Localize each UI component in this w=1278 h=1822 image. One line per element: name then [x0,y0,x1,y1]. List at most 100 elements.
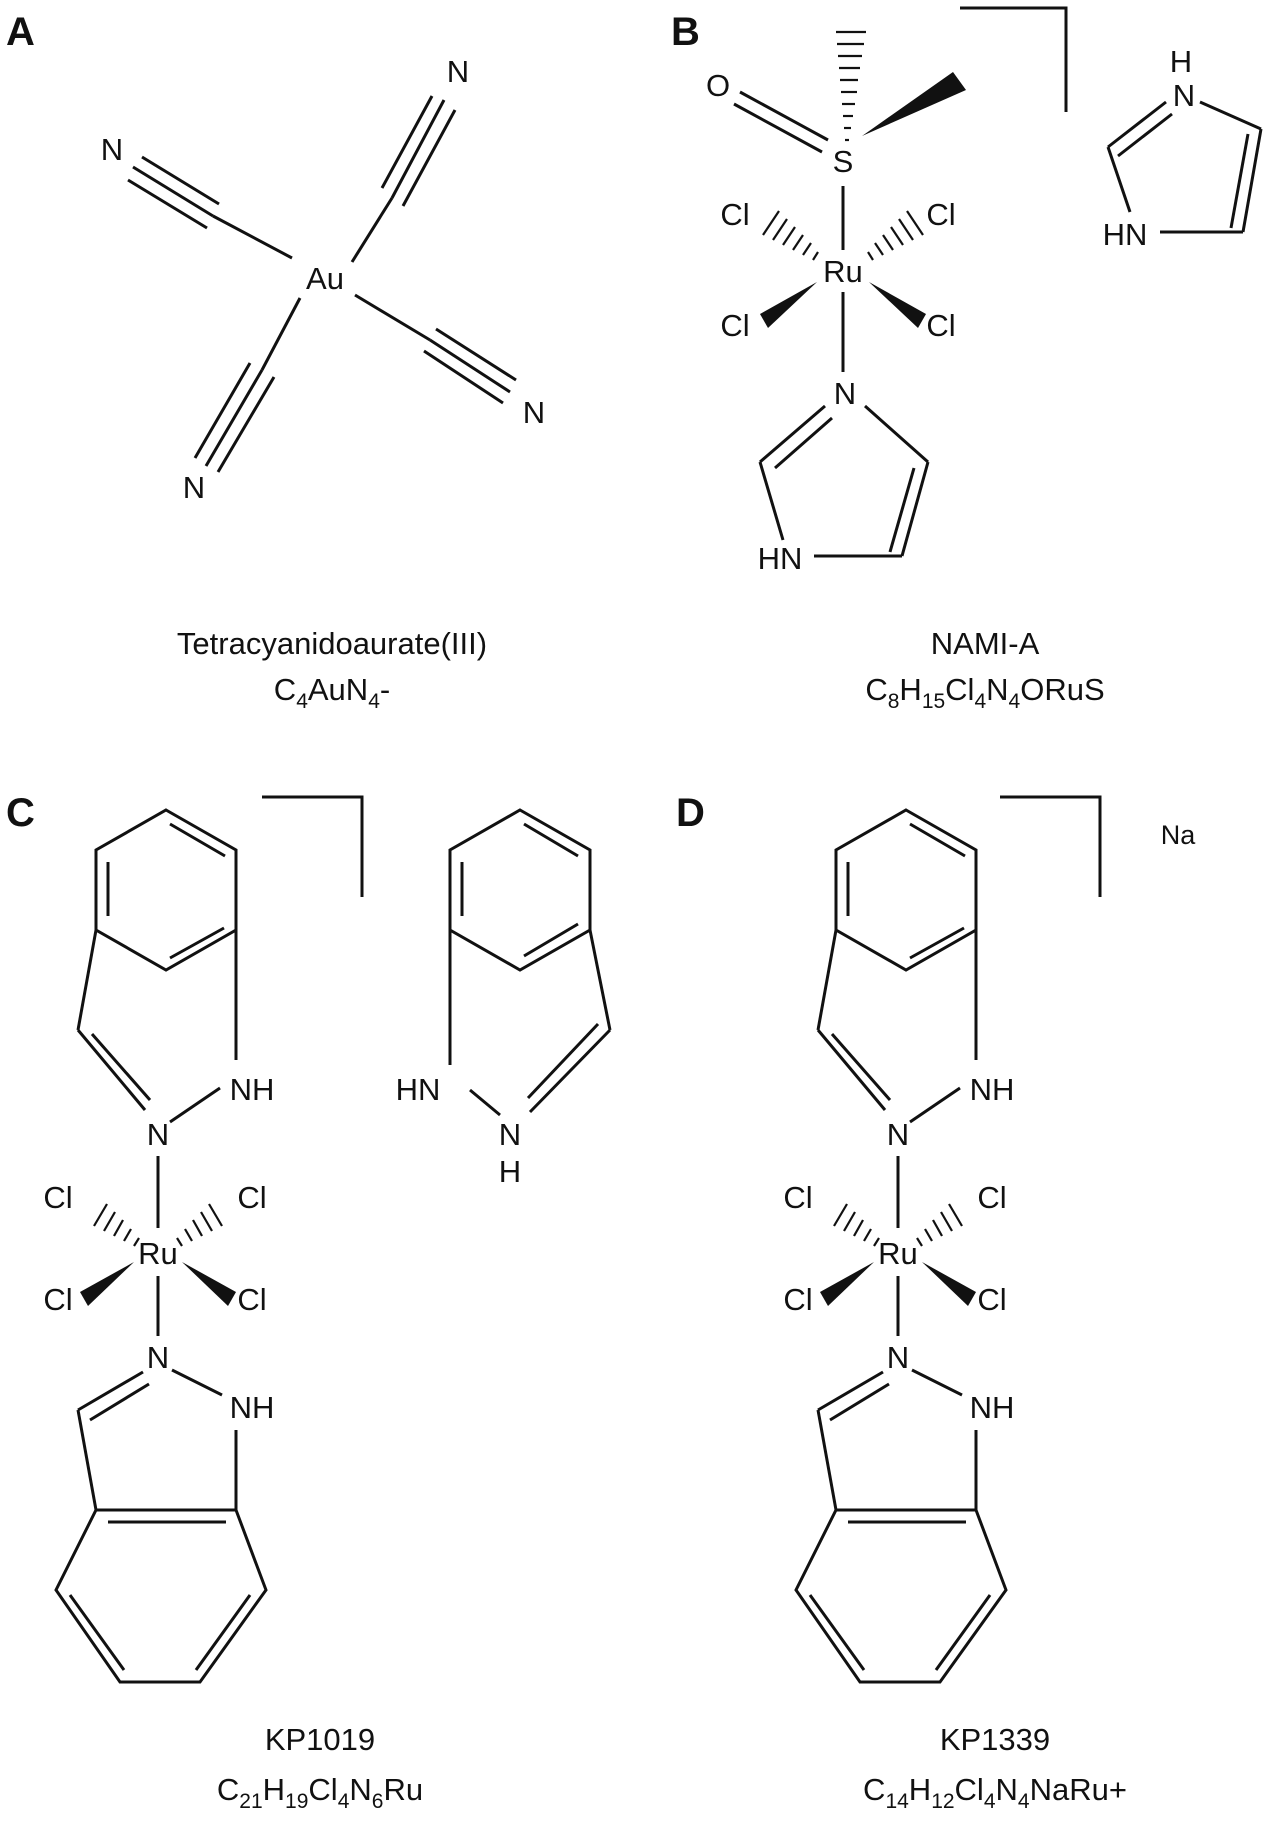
formula-element: C [865,672,887,707]
formula-subscript: 6 [372,1790,384,1813]
nitrogen-atom: N [147,1340,169,1375]
nh-group: NH [230,1072,275,1107]
sodium-counterion: Na [1161,820,1196,850]
formula-element: H [899,672,921,707]
formula-element: C [863,1772,885,1807]
formula-subscript: 4 [984,1790,996,1813]
chlorine-atom-1: Cl [720,197,749,232]
panel-d-letter: D [676,791,705,835]
formula-element: N [996,1772,1018,1807]
formula-element: H [909,1772,931,1807]
hashed-bond [93,1203,140,1247]
panel-a-formula: C4AuN4- [274,672,390,713]
hashed-bond [836,30,866,142]
kp1019-structure: NH N Ru Cl Cl Cl Cl [43,808,275,1684]
bracket [262,795,364,897]
panel-d-formula: C14H12Cl4N4NaRu+ [863,1772,1127,1813]
nitrogen-atom: N [147,1117,169,1152]
chlorine-atom-4: Cl [237,1282,266,1317]
wedge-bond [862,72,966,136]
chlorine-atom-1: Cl [783,1180,812,1215]
nitrogen-atom-1: N [447,54,469,89]
formula-element: Ru [383,1772,423,1807]
nitrogen-atom: N [499,1117,521,1152]
chlorine-atom-3: Cl [43,1282,72,1317]
formula-element: Cl [945,672,974,707]
formula-subscript: 4 [974,690,986,713]
nami-a-structure: O S Ru Cl Cl [706,30,966,576]
formula-subscript: 12 [931,1790,954,1813]
panel-c: C NH N Ru Cl Cl Cl Cl [6,791,612,1813]
hn-group: HN [396,1072,441,1107]
tetracyanidoaurate-structure: Au N N N N [101,54,545,505]
oxygen-atom: O [706,68,730,103]
nh-group: HN [758,541,803,576]
hn-group: HN [1103,217,1148,252]
formula-element: ORuS [1020,672,1104,707]
chlorine-atom-3: Cl [783,1282,812,1317]
panel-a: A Au N N N N [6,10,545,713]
nh-group: H [1170,44,1192,79]
formula-subscript: 15 [922,690,945,713]
gold-atom: Au [306,261,344,296]
formula-subscript: 8 [888,690,900,713]
panel-c-compound-name: KP1019 [265,1722,375,1757]
formula-subscript: 4 [296,690,308,713]
ruthenium-atom: Ru [878,1236,918,1271]
formula-subscript: 4 [1009,690,1021,713]
formula-subscript: 19 [285,1790,308,1813]
wedge-bond [869,282,926,328]
kp1339-structure: NH N Ru Cl Cl Cl Cl [783,808,1015,1684]
panel-a-letter: A [6,10,35,54]
formula-element: N [986,672,1008,707]
panel-c-formula: C21H19Cl4N6Ru [217,1772,423,1813]
formula-element: NaRu+ [1030,1772,1127,1807]
chlorine-atom-2: Cl [977,1180,1006,1215]
formula-element: Cl [955,1772,984,1807]
formula-subscript: 14 [885,1790,909,1813]
panel-b-letter: B [671,10,700,54]
indazolium-counterion: HN N H [396,808,612,1189]
bracket [960,6,1068,112]
hydrogen-atom: H [499,1154,521,1189]
nitrogen-atom-2: N [101,132,123,167]
formula-subscript: 21 [239,1790,262,1813]
hashed-bond [833,1203,880,1247]
formula-element: AuN [308,672,368,707]
panel-c-letter: C [6,791,35,835]
hashed-bond [867,210,924,261]
sulfur-atom: S [833,144,854,179]
wedge-bond [820,1262,874,1306]
hashed-bond [762,210,819,261]
chlorine-atom-2: Cl [237,1180,266,1215]
nitrogen-atom: N [887,1340,909,1375]
nitrogen-atom: N [834,376,856,411]
wedge-bond [182,1262,236,1306]
nh-group: NH [970,1072,1015,1107]
wedge-bond [922,1262,976,1306]
ruthenium-atom: Ru [138,1236,178,1271]
formula-element: Cl [308,1772,337,1807]
formula-element: - [380,672,390,707]
chlorine-atom-4: Cl [926,308,955,343]
wedge-bond [760,282,817,328]
nitrogen-atom-4: N [183,470,205,505]
formula-element: C [274,672,296,707]
chlorine-atom-1: Cl [43,1180,72,1215]
chlorine-atom-4: Cl [977,1282,1006,1317]
nh-group: NH [230,1390,275,1425]
hashed-bond [916,1203,963,1247]
hashed-bond [176,1203,223,1247]
nitrogen-atom-3: N [523,395,545,430]
chlorine-atom-2: Cl [926,197,955,232]
panel-b-compound-name: NAMI-A [931,626,1040,661]
panel-d-compound-name: KP1339 [940,1722,1050,1757]
formula-subscript: 4 [1018,1790,1030,1813]
imidazolium-counterion: H N HN [1103,44,1263,252]
nitrogen-atom: N [887,1117,909,1152]
panel-b-formula: C8H15Cl4N4ORuS [865,672,1104,713]
formula-element: C [217,1772,239,1807]
panel-a-compound-name: Tetracyanidoaurate(III) [177,626,487,661]
nh-group: NH [970,1390,1015,1425]
